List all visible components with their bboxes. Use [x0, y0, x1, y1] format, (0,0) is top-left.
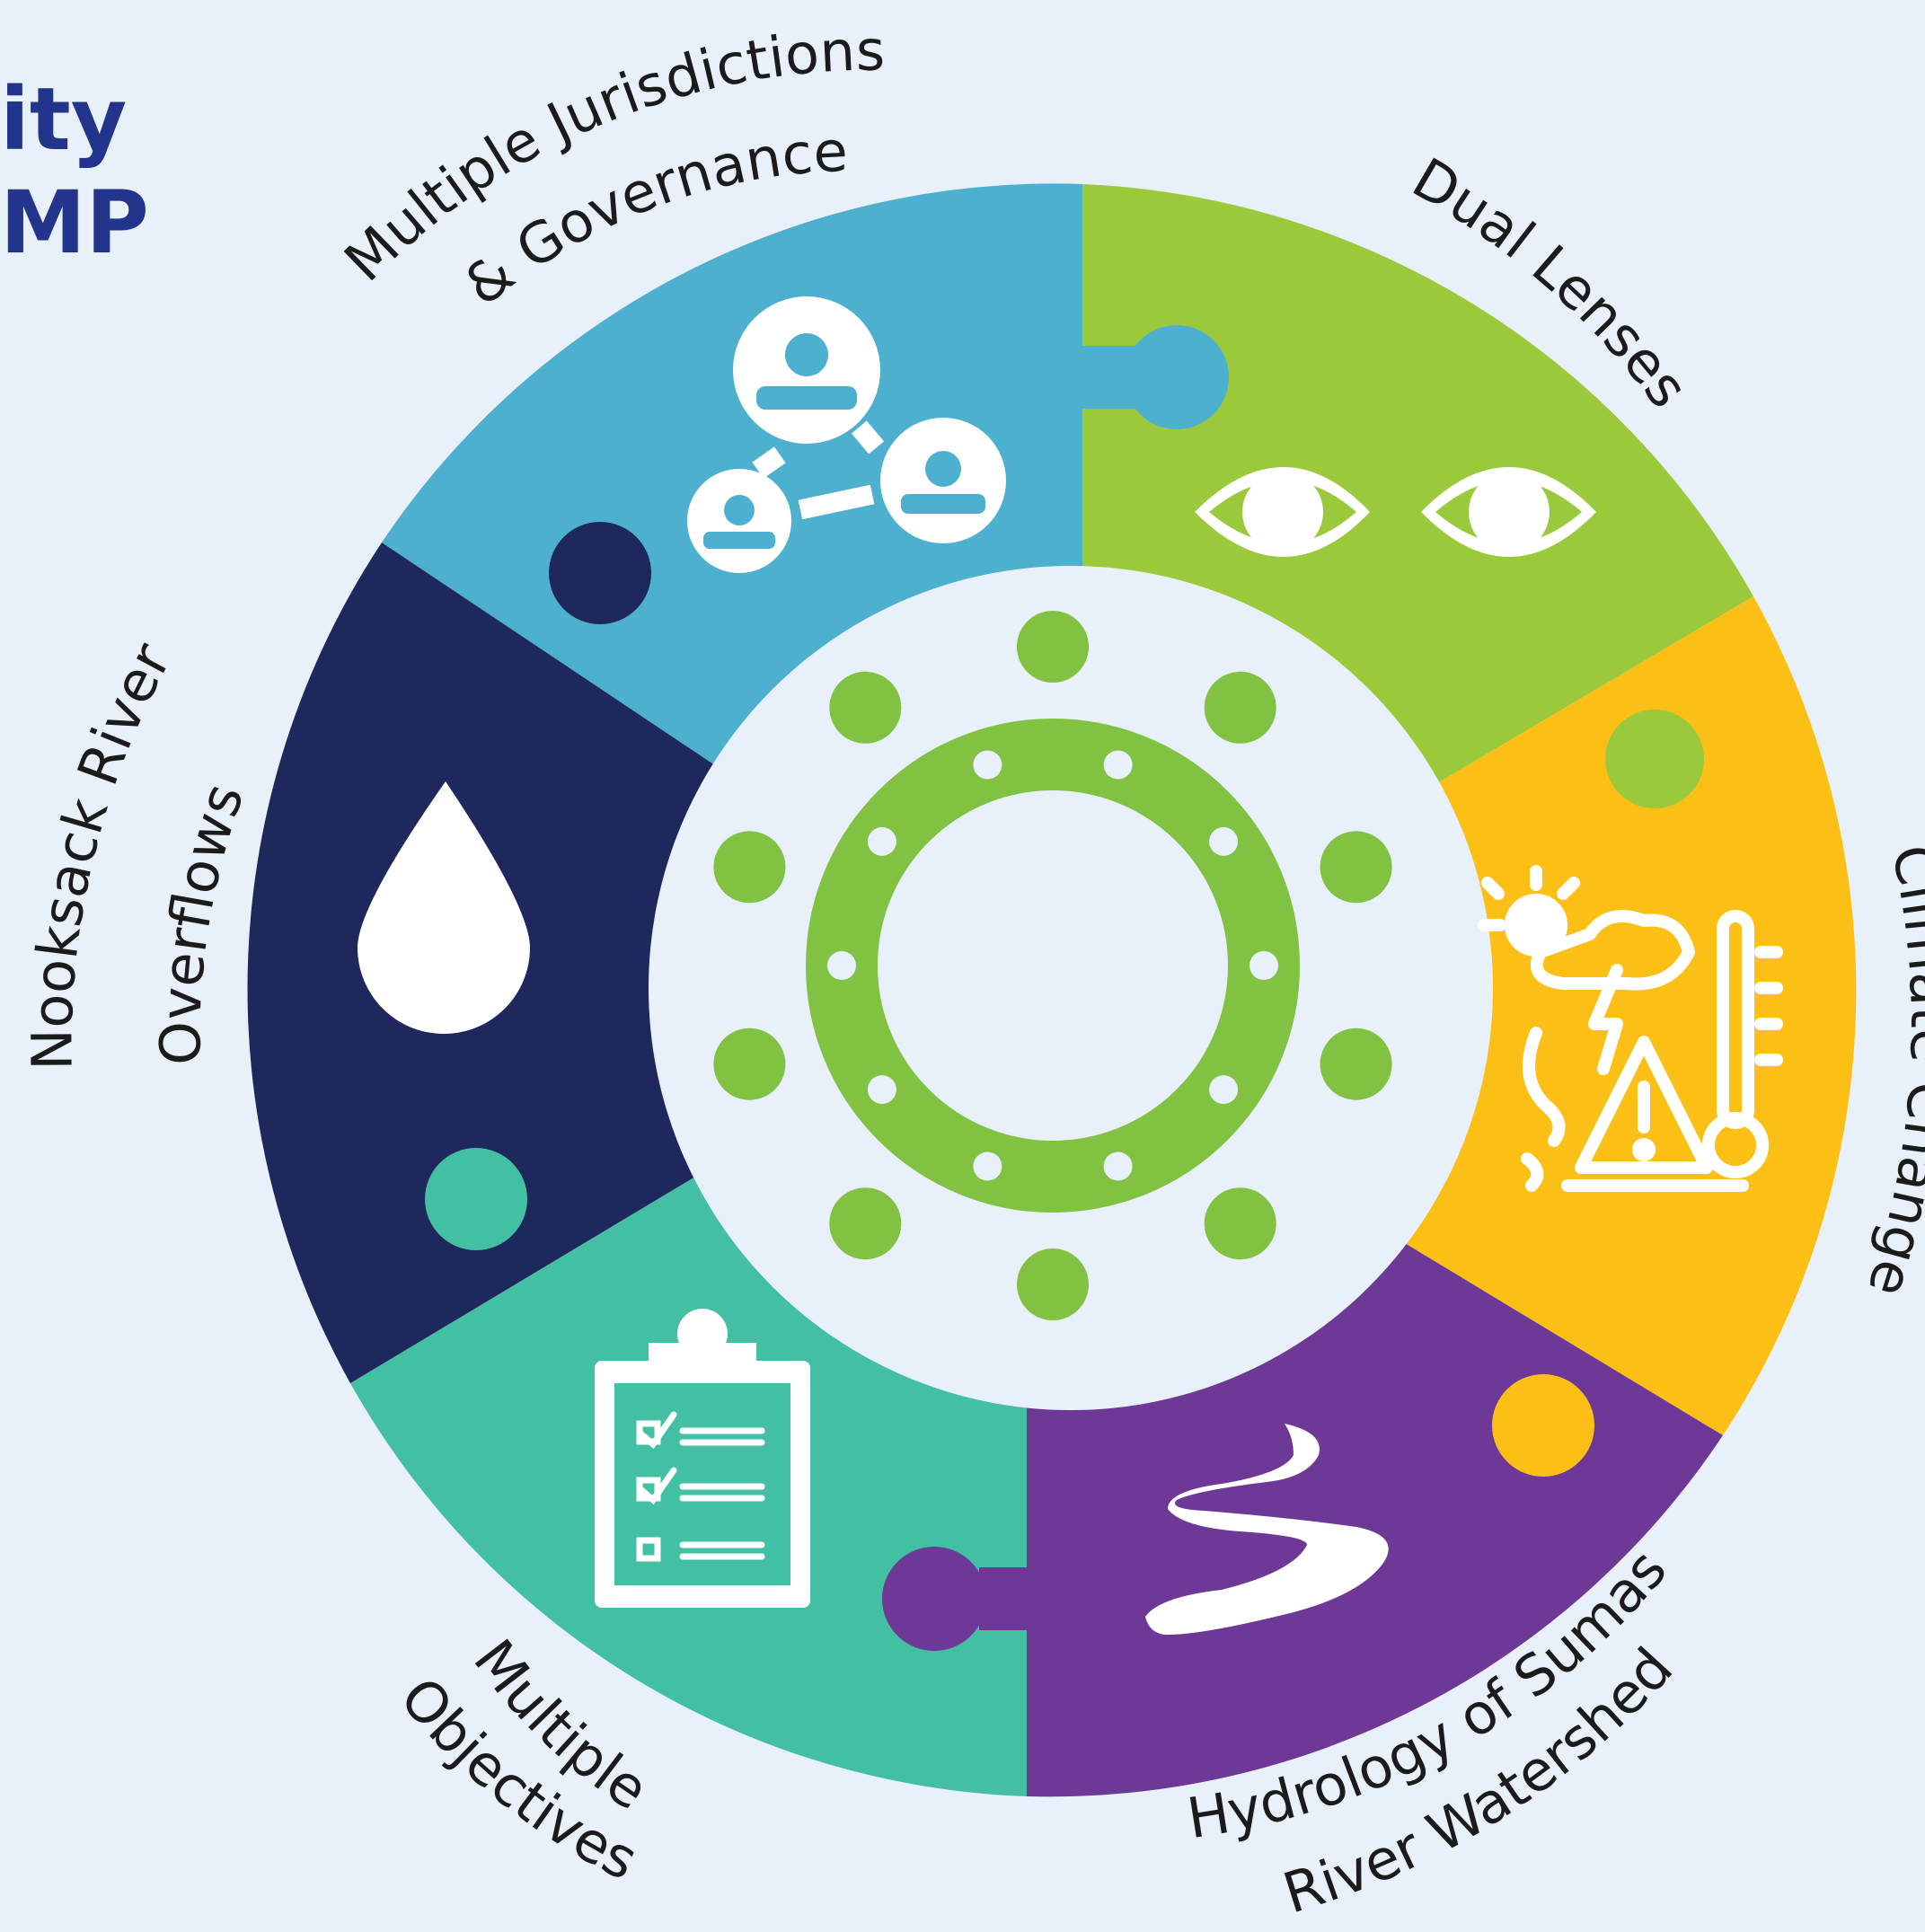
arm-gap: [827, 951, 856, 980]
person-head: [713, 831, 786, 904]
segment-climate[interactable]: [1378, 596, 1857, 1435]
river-icon: [1145, 1424, 1389, 1635]
community-inner: [900, 813, 1205, 1118]
person-head: [1320, 831, 1392, 904]
arm-gap: [973, 1151, 1002, 1181]
community-circle-icon: [713, 611, 1392, 1320]
label-climate: Climate Change: [1855, 840, 1925, 1305]
person-head: [713, 1028, 786, 1100]
label-nooksack-line2: Overflows: [147, 775, 257, 1065]
person-head: [829, 671, 902, 744]
person-head: [1204, 671, 1276, 744]
arm-gap: [1209, 826, 1239, 856]
arm-gap: [1249, 951, 1278, 980]
arm-gap: [1103, 1151, 1133, 1181]
segment-dual-lenses[interactable]: [1082, 184, 1753, 798]
clipboard-checklist-icon: [595, 1309, 810, 1608]
arm-gap: [1209, 1075, 1239, 1105]
eyes-icon: [1195, 467, 1596, 557]
arm-gap: [867, 1075, 896, 1105]
water-drop-icon: [358, 781, 530, 1034]
person-head: [1320, 1028, 1392, 1100]
person-head: [1017, 611, 1089, 683]
person-head: [1017, 1248, 1089, 1320]
arm-gap: [1103, 750, 1133, 780]
title-line-2: MP: [0, 172, 149, 273]
person-head: [1204, 1187, 1276, 1260]
person-head: [829, 1187, 902, 1260]
people-network-icon: [687, 296, 1006, 573]
arm-gap: [973, 750, 1002, 780]
title-line-1: ity: [0, 69, 128, 170]
arm-gap: [867, 826, 896, 856]
climate-hazard-icon: [1478, 865, 1783, 1192]
